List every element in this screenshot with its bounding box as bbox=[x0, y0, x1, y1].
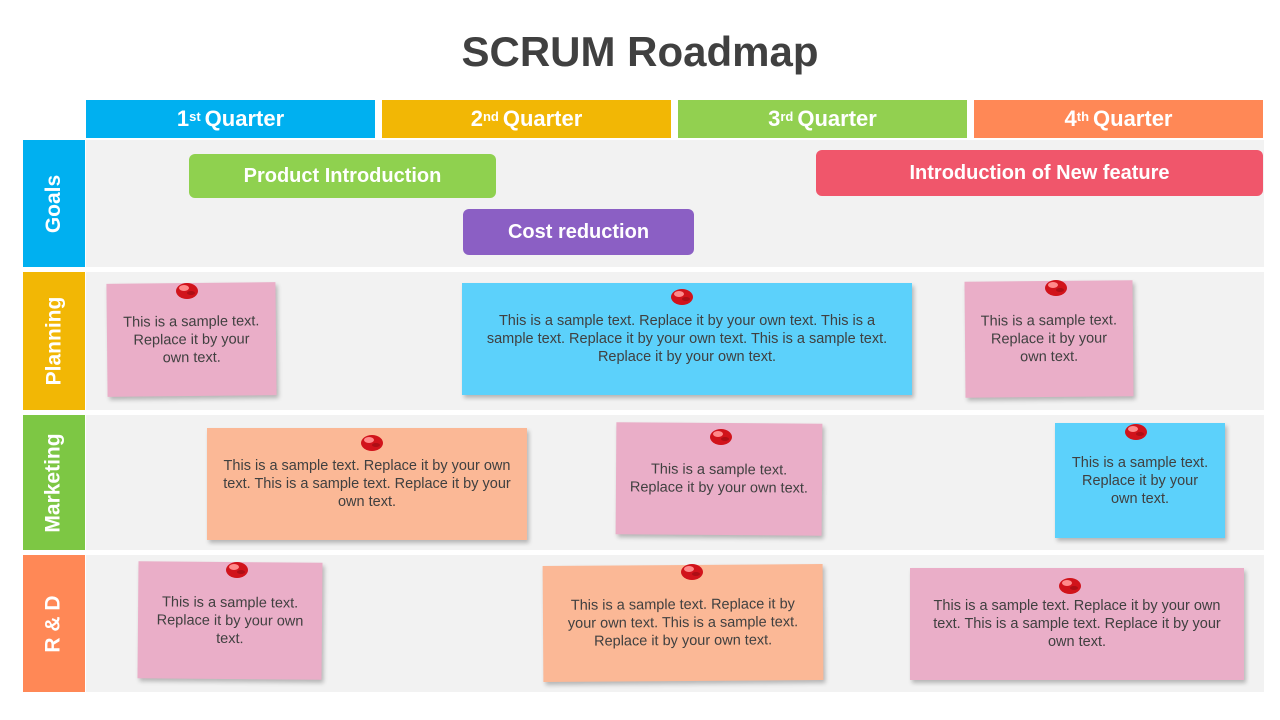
sticky-note: This is a sample text. Replace it by you… bbox=[462, 283, 912, 395]
quarter-num: 3 bbox=[768, 106, 781, 131]
quarter-label: Quarter bbox=[204, 106, 285, 131]
push-pin-icon bbox=[671, 289, 693, 305]
row-label-planning: Planning bbox=[23, 272, 85, 410]
goal-new-feature: Introduction of New feature bbox=[816, 150, 1263, 196]
goal-cost-reduction: Cost reduction bbox=[463, 209, 694, 255]
push-pin-icon bbox=[226, 562, 248, 578]
row-label-rd: R & D bbox=[23, 555, 85, 692]
quarter-num: 2 bbox=[470, 106, 483, 131]
row-label-text: Goals bbox=[41, 174, 65, 233]
row-label-goals: Goals bbox=[23, 140, 85, 267]
row-label-text: Marketing bbox=[42, 432, 65, 533]
push-pin-icon bbox=[361, 435, 383, 451]
push-pin-icon bbox=[681, 564, 703, 580]
quarter-num: 4 bbox=[1064, 106, 1077, 131]
push-pin-icon bbox=[1059, 578, 1081, 594]
quarter-label: Quarter bbox=[797, 106, 877, 131]
row-label-text: Planning bbox=[42, 296, 66, 386]
sticky-note: This is a sample text. Replace it by you… bbox=[910, 568, 1244, 680]
quarter-label: Quarter bbox=[1093, 106, 1173, 131]
push-pin-icon bbox=[176, 283, 198, 299]
push-pin-icon bbox=[710, 429, 732, 445]
push-pin-icon bbox=[1045, 280, 1067, 296]
quarter-num: 1 bbox=[176, 106, 190, 131]
row-label-marketing: Marketing bbox=[23, 415, 85, 550]
goal-product-introduction: Product Introduction bbox=[189, 154, 496, 198]
sticky-note: This is a sample text. Replace it by you… bbox=[1055, 423, 1225, 538]
quarter-label: Quarter bbox=[502, 106, 583, 131]
row-label-text: R & D bbox=[41, 594, 65, 653]
page-title: SCRUM Roadmap bbox=[461, 28, 819, 75]
push-pin-icon bbox=[1125, 424, 1147, 440]
